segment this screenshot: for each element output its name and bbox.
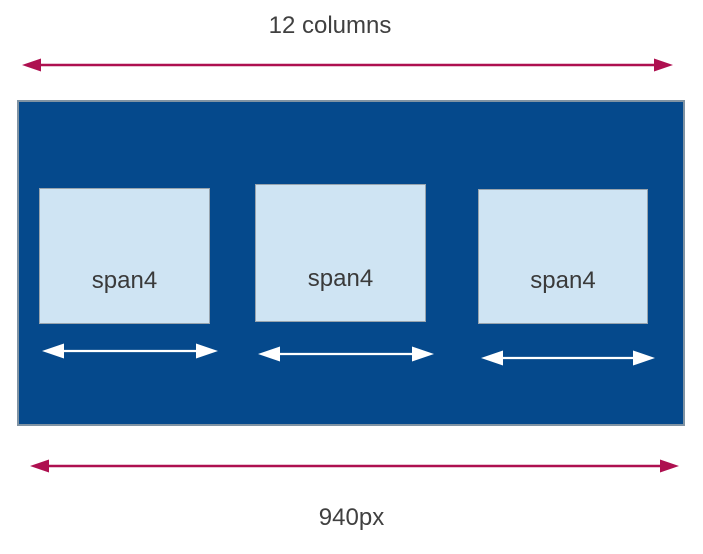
column-span-label: span4	[530, 267, 596, 294]
grid-column-span4-2: span4	[255, 184, 426, 322]
arrow-right-head-icon	[196, 343, 218, 359]
column-span-arrow-2	[258, 346, 434, 362]
column-span-label: span4	[91, 267, 158, 294]
grid-column-span4-3: span4	[478, 189, 648, 324]
arrow-left-head-icon	[22, 58, 41, 72]
column-span-arrow-3	[481, 350, 655, 366]
column-span-arrow-1	[42, 343, 218, 359]
arrow-left-head-icon	[258, 346, 280, 362]
arrow-right-head-icon	[660, 459, 679, 473]
arrow-left-head-icon	[30, 459, 49, 473]
columns-count-label: 12 columns	[268, 12, 392, 39]
column-span-label: span4	[307, 265, 374, 292]
arrow-right-head-icon	[654, 58, 673, 72]
arrow-left-head-icon	[481, 350, 503, 366]
arrow-right-head-icon	[633, 350, 655, 366]
grid-width-label: 940px	[318, 504, 385, 531]
arrow-left-head-icon	[42, 343, 64, 359]
twelve-columns-arrow	[22, 58, 673, 72]
grid-width-arrow	[30, 459, 679, 473]
grid-row-container: span4 span4 span4	[17, 100, 685, 426]
grid-column-span4-1: span4	[39, 188, 210, 324]
arrow-right-head-icon	[412, 346, 434, 362]
